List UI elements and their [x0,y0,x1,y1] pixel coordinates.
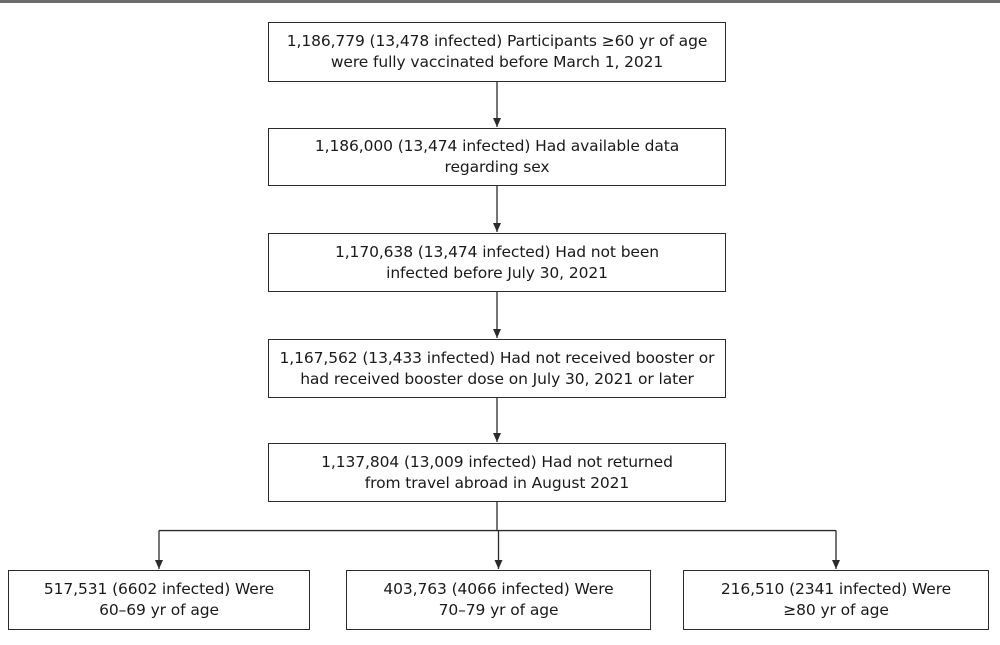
box-text-line: were fully vaccinated before March 1, 20… [330,53,664,71]
box-text-line: 216,510 (2341 infected) Were [720,580,952,598]
box-age-80-plus: 216,510 (2341 infected) Were ≥80 yr of a… [683,570,989,630]
box-text-line: 1,186,000 (13,474 infected) Had availabl… [314,137,680,155]
edge-layer [155,82,840,569]
box-text-line: 1,186,779 (13,478 infected) Participants… [286,32,708,50]
box-not-infected-before: 1,170,638 (13,474 infected) Had not been… [268,233,726,292]
top-rule [0,0,1000,3]
box-age-60-69: 517,531 (6602 infected) Were 60–69 yr of… [8,570,310,630]
box-text-line: 1,167,562 (13,433 infected) Had not rece… [279,348,715,367]
box-text-line: 517,531 (6602 infected) Were [43,580,275,598]
box-no-travel-abroad: 1,137,804 (13,009 infected) Had not retu… [268,443,726,502]
box-text-line: regarding sex [444,158,550,176]
box-text-line: 60–69 yr of age [99,601,219,619]
box-text-line: 1,170,638 (13,474 infected) Had not been [334,242,660,261]
box-participants-60-plus: 1,186,779 (13,478 infected) Participants… [268,22,726,82]
box-text-line: had received booster dose on July 30, 20… [300,369,694,388]
box-data-regarding-sex: 1,186,000 (13,474 infected) Had availabl… [268,128,726,186]
box-text-line: from travel abroad in August 2021 [364,473,630,492]
box-text-line: 70–79 yr of age [438,601,559,619]
box-text-line: infected before July 30, 2021 [386,263,608,282]
box-age-70-79: 403,763 (4066 infected) Were 70–79 yr of… [346,570,651,630]
box-text-line: 1,137,804 (13,009 infected) Had not retu… [321,452,673,471]
box-booster-status: 1,167,562 (13,433 infected) Had not rece… [268,339,726,398]
box-text-line: ≥80 yr of age [783,601,889,619]
box-text-line: 403,763 (4066 infected) Were [383,580,614,598]
